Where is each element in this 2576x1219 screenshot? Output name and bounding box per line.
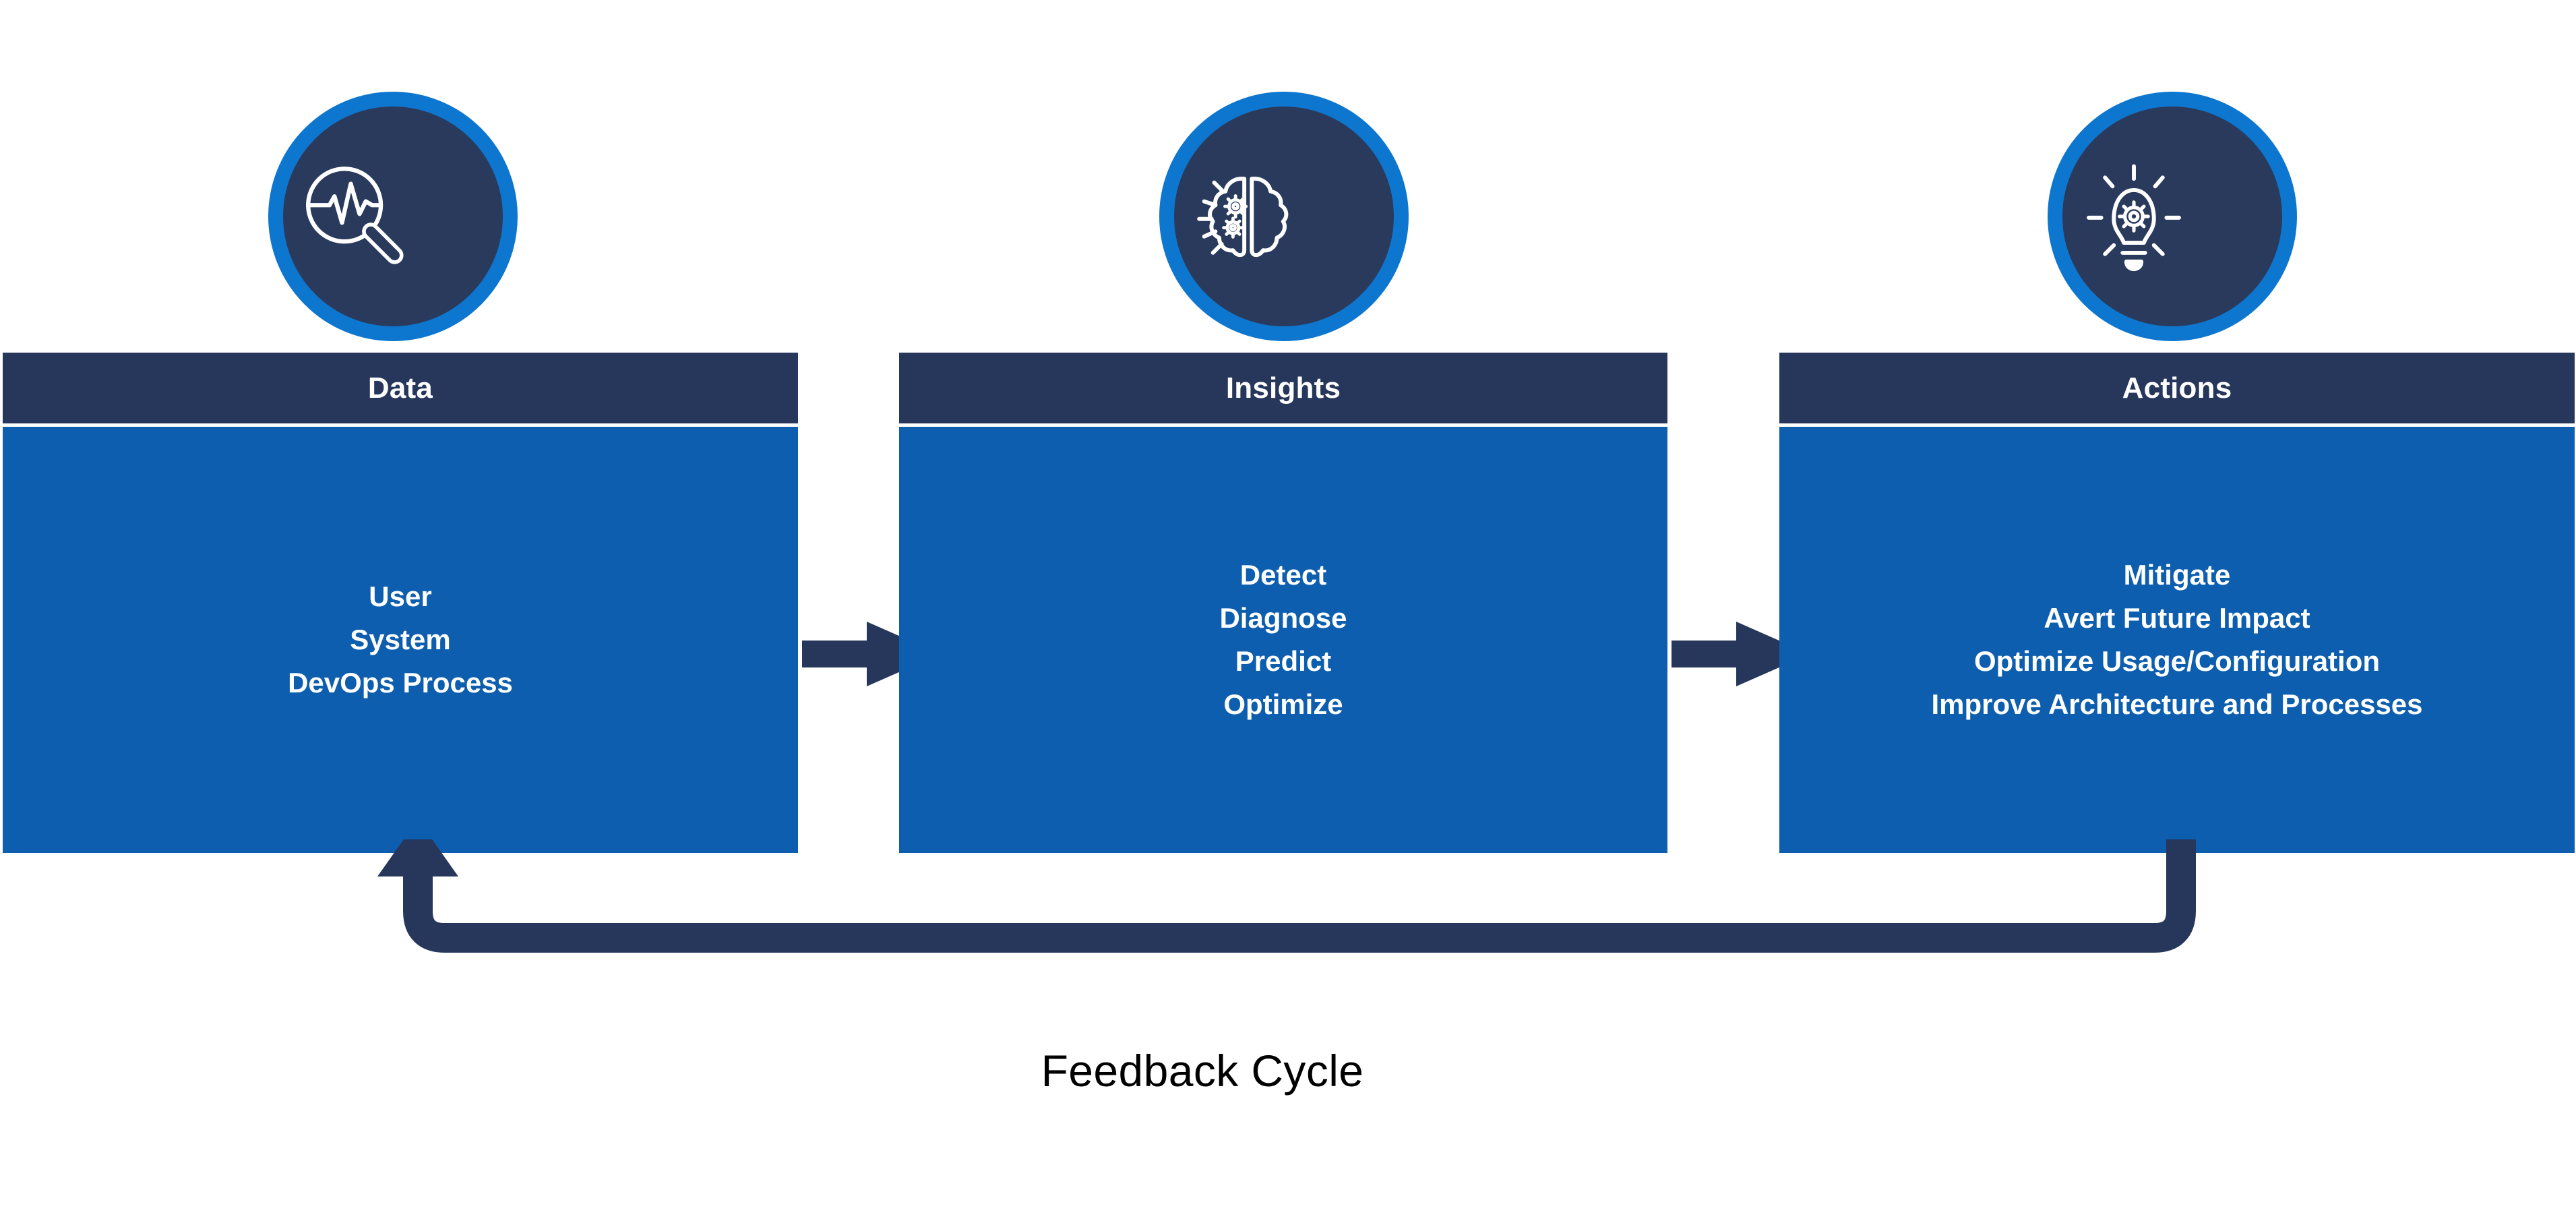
stage-insights-line: Predict: [1235, 645, 1332, 677]
stage-data-line: System: [350, 624, 451, 656]
feedback-cycle-label: Feedback Cycle: [0, 1045, 2576, 1096]
stage-data-line: User: [369, 581, 432, 613]
stage-insights-header: Insights: [899, 353, 1667, 423]
feedback-loop: [350, 819, 2211, 1035]
stage-data-header: Data: [3, 353, 798, 423]
stage-actions-line: Optimize Usage/Configuration: [1973, 645, 2381, 677]
stage-actions-body: Mitigate Avert Future Impact Optimize Us…: [1779, 427, 2575, 853]
stage-data-divider: [3, 423, 798, 427]
stage-data-body: User System DevOps Process: [3, 427, 798, 853]
feedback-loop-arrow-icon: [377, 819, 2196, 953]
arrow-data-to-insights: [802, 610, 940, 698]
stage-actions-line: Avert Future Impact: [2044, 602, 2310, 634]
lightbulb-gear-icon: [2071, 154, 2273, 279]
stage-actions-divider: [1779, 423, 2575, 427]
stage-insights-divider: [899, 423, 1667, 427]
badge-actions: [2048, 92, 2297, 341]
stage-actions-line: Improve Architecture and Processes: [1931, 688, 2423, 720]
stage-data-line: DevOps Process: [288, 666, 513, 698]
stage-actions-line: Mitigate: [2123, 559, 2231, 591]
stage-insights: Insights Detect Diagnose Predict Optimiz…: [899, 353, 1667, 853]
badge-insights: [1159, 92, 1409, 341]
stage-data: Data User System DevOps Process: [3, 353, 798, 853]
stage-actions: Actions Mitigate Avert Future Impact Opt…: [1779, 353, 2575, 853]
right-block-arrow-icon: [1672, 622, 1810, 686]
stage-insights-body: Detect Diagnose Predict Optimize: [899, 427, 1667, 853]
stage-actions-header: Actions: [1779, 353, 2575, 423]
brain-gears-icon: [1183, 154, 1385, 279]
right-block-arrow-icon: [802, 622, 940, 686]
stage-insights-line: Detect: [1239, 559, 1327, 591]
arrow-insights-to-actions: [1672, 610, 1810, 698]
stage-insights-line: Diagnose: [1219, 602, 1347, 634]
badge-data: [268, 92, 518, 341]
magnifier-pulse-icon: [292, 154, 494, 279]
stage-insights-line: Optimize: [1223, 688, 1343, 720]
feedback-cycle-label-text: Feedback Cycle: [1041, 1046, 1364, 1096]
